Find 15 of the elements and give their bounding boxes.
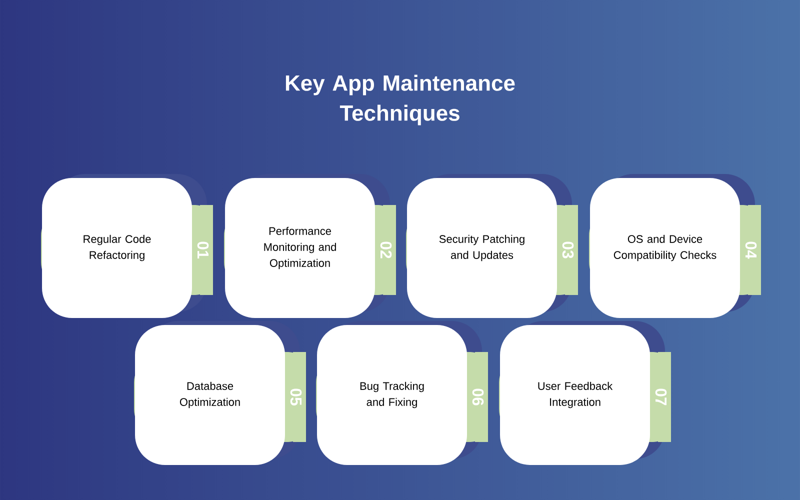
node-label: 07: [655, 388, 667, 406]
card: User Feedback Integration 07: [499, 321, 671, 465]
card: Bug Tracking and Fixing 06: [316, 321, 488, 465]
node-label: 06: [472, 388, 484, 406]
node-label: 01: [197, 242, 209, 258]
card: Performance Monitoring and Optimization 02: [224, 174, 396, 318]
node-label: 02: [380, 242, 392, 258]
node-label: 05: [290, 388, 302, 406]
card: Regular Code Refactoring 01: [41, 174, 213, 318]
node-label: 04: [745, 242, 757, 259]
title: Key App Maintenance Techniques: [286, 74, 515, 126]
card: Security Patching and Updates 03: [406, 174, 578, 318]
card: Database Optimization 05: [134, 321, 306, 465]
node-label: 03: [562, 242, 574, 258]
card: OS and Device Compatibility Checks 04: [589, 174, 761, 318]
